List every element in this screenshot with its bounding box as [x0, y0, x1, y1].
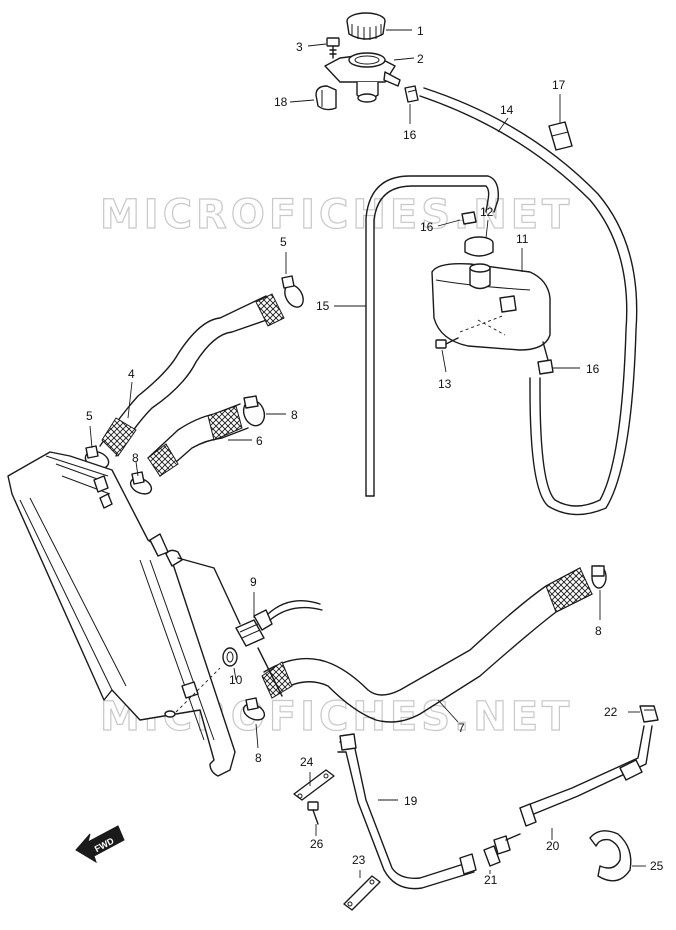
callout-15: 15 — [316, 299, 330, 313]
bolt-26 — [307, 801, 319, 825]
breather-hose-15 — [365, 175, 499, 497]
callout-16-top: 16 — [403, 128, 417, 142]
o-ring-10 — [222, 647, 238, 667]
callout-16-right: 16 — [586, 362, 600, 376]
pipe-20 — [519, 725, 653, 827]
radiator — [7, 451, 236, 777]
hose-clamp-5-upper — [281, 275, 304, 308]
hose-clamp-8-d — [242, 697, 266, 721]
bolt-3 — [326, 37, 340, 59]
callout-13: 13 — [438, 377, 452, 391]
hose-clamp-8-c — [591, 565, 607, 589]
upper-hose-4 — [99, 293, 285, 457]
hose-clamp-8-b — [129, 471, 153, 495]
callout-20: 20 — [546, 839, 560, 853]
clip-17 — [548, 121, 573, 151]
callout-14: 14 — [500, 103, 514, 117]
callout-21: 21 — [484, 873, 498, 887]
callout-2: 2 — [417, 52, 424, 66]
hose-clip-16-right — [537, 359, 554, 375]
callout-25: 25 — [650, 859, 664, 873]
clamp-25 — [589, 830, 632, 882]
callout-8-b: 8 — [132, 451, 139, 465]
leader-lines — [89, 29, 646, 878]
callout-22: 22 — [604, 705, 618, 719]
hose-6 — [147, 403, 249, 477]
callout-17: 17 — [552, 78, 566, 92]
bracket-23 — [343, 875, 381, 911]
callout-9: 9 — [250, 575, 257, 589]
callout-12: 12 — [480, 205, 494, 219]
callout-26: 26 — [310, 837, 324, 851]
watermark-top: MICROFICHES.NET — [100, 192, 573, 238]
hose-clip-16-top — [404, 85, 419, 103]
callout-7: 7 — [458, 721, 465, 735]
callout-numbers: 1 2 3 4 5 5 6 7 8 8 8 8 9 10 11 12 13 14… — [86, 24, 664, 887]
thermo-switch-9 — [177, 557, 323, 647]
callout-23: 23 — [352, 853, 366, 867]
callout-11: 11 — [516, 232, 529, 246]
callout-8-d: 8 — [255, 751, 262, 765]
lower-hose-7 — [257, 567, 593, 723]
bolt-13 — [435, 337, 459, 349]
hose-clip-16-mid — [461, 211, 477, 225]
callout-8-c: 8 — [595, 624, 602, 638]
clip-22 — [639, 705, 659, 723]
callout-19: 19 — [404, 794, 418, 808]
callout-4: 4 — [128, 367, 135, 381]
fwd-direction-arrow: FWD — [75, 825, 125, 864]
reservoir-cap-12 — [464, 236, 494, 257]
hose-clamp-8-a — [242, 395, 266, 427]
callout-10: 10 — [229, 673, 243, 687]
overflow-hose-14 — [419, 87, 638, 516]
radiator-cap — [346, 12, 386, 40]
callout-5-lower: 5 — [86, 409, 93, 423]
callout-16-mid: 16 — [420, 220, 434, 234]
callout-3: 3 — [296, 40, 303, 54]
callout-8-a: 8 — [291, 408, 298, 422]
callout-1: 1 — [417, 24, 424, 38]
bracket-24 — [293, 769, 335, 801]
callout-5-upper: 5 — [280, 235, 287, 249]
callout-6: 6 — [256, 434, 263, 448]
callout-24: 24 — [300, 755, 314, 769]
callout-18: 18 — [274, 95, 288, 109]
reservoir-tank-11 — [431, 262, 551, 361]
filler-neck — [324, 52, 401, 103]
fitting-21 — [483, 833, 521, 867]
bypass-pipe-19 — [337, 733, 477, 890]
clamp-18 — [315, 85, 337, 111]
